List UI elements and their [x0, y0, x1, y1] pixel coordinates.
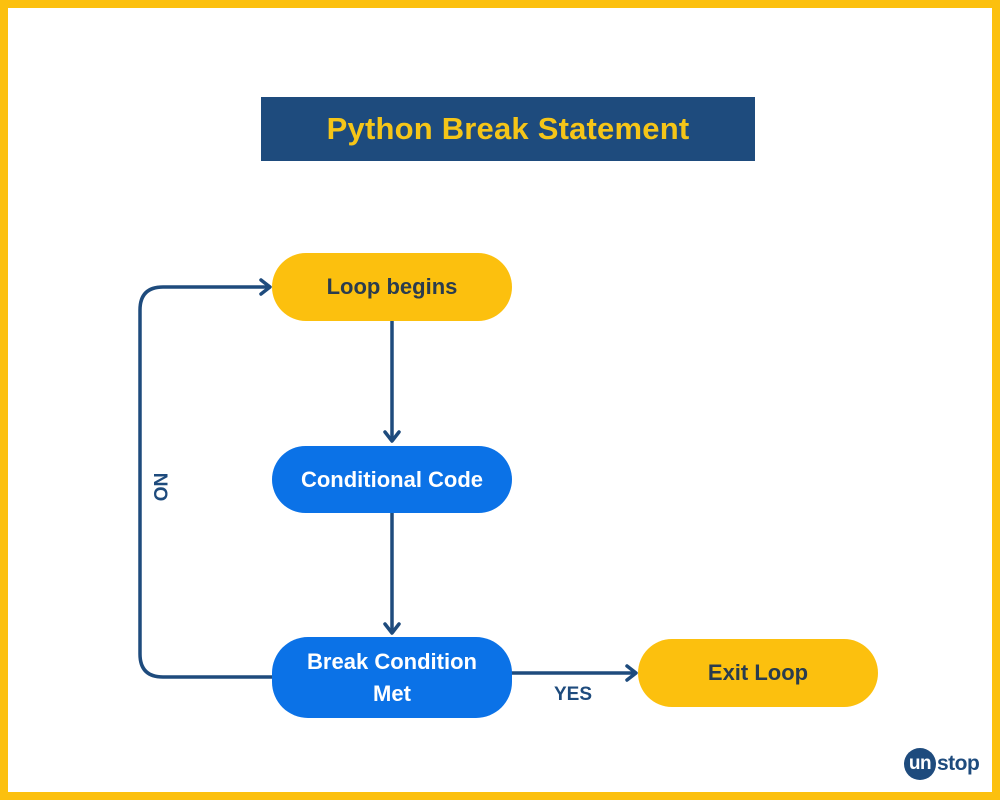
- arrowhead-break-to-exit: [625, 664, 638, 682]
- node-loop-begins-label: Loop begins: [326, 274, 458, 299]
- unstop-logo: un stop: [904, 748, 980, 780]
- arrowhead-conditional-to-break: [383, 622, 401, 635]
- page-title: Python Break Statement: [326, 111, 690, 146]
- edge-label-yes: YES: [554, 684, 593, 705]
- node-exit-loop: Exit Loop: [638, 639, 878, 707]
- edge-label-no: NO: [149, 472, 170, 502]
- title-banner: Python Break Statement: [261, 97, 755, 161]
- arrow-break-to-loop: [138, 285, 274, 679]
- node-conditional-code-label: Conditional Code: [300, 466, 484, 492]
- node-break-condition-label: Break Condition Met: [307, 648, 477, 706]
- node-conditional-code: Conditional Code: [272, 446, 512, 513]
- logo-circle: un: [904, 748, 936, 780]
- logo-circle-text: un: [908, 753, 932, 774]
- flow-arrows: [138, 278, 638, 682]
- logo-text: stop: [937, 752, 980, 775]
- node-break-condition: Break Condition Met: [272, 637, 512, 718]
- arrowhead-break-to-loop: [259, 278, 272, 296]
- node-loop-begins: Loop begins: [272, 253, 512, 321]
- node-exit-loop-label: Exit Loop: [707, 660, 809, 685]
- arrowhead-loop-to-conditional: [383, 430, 401, 443]
